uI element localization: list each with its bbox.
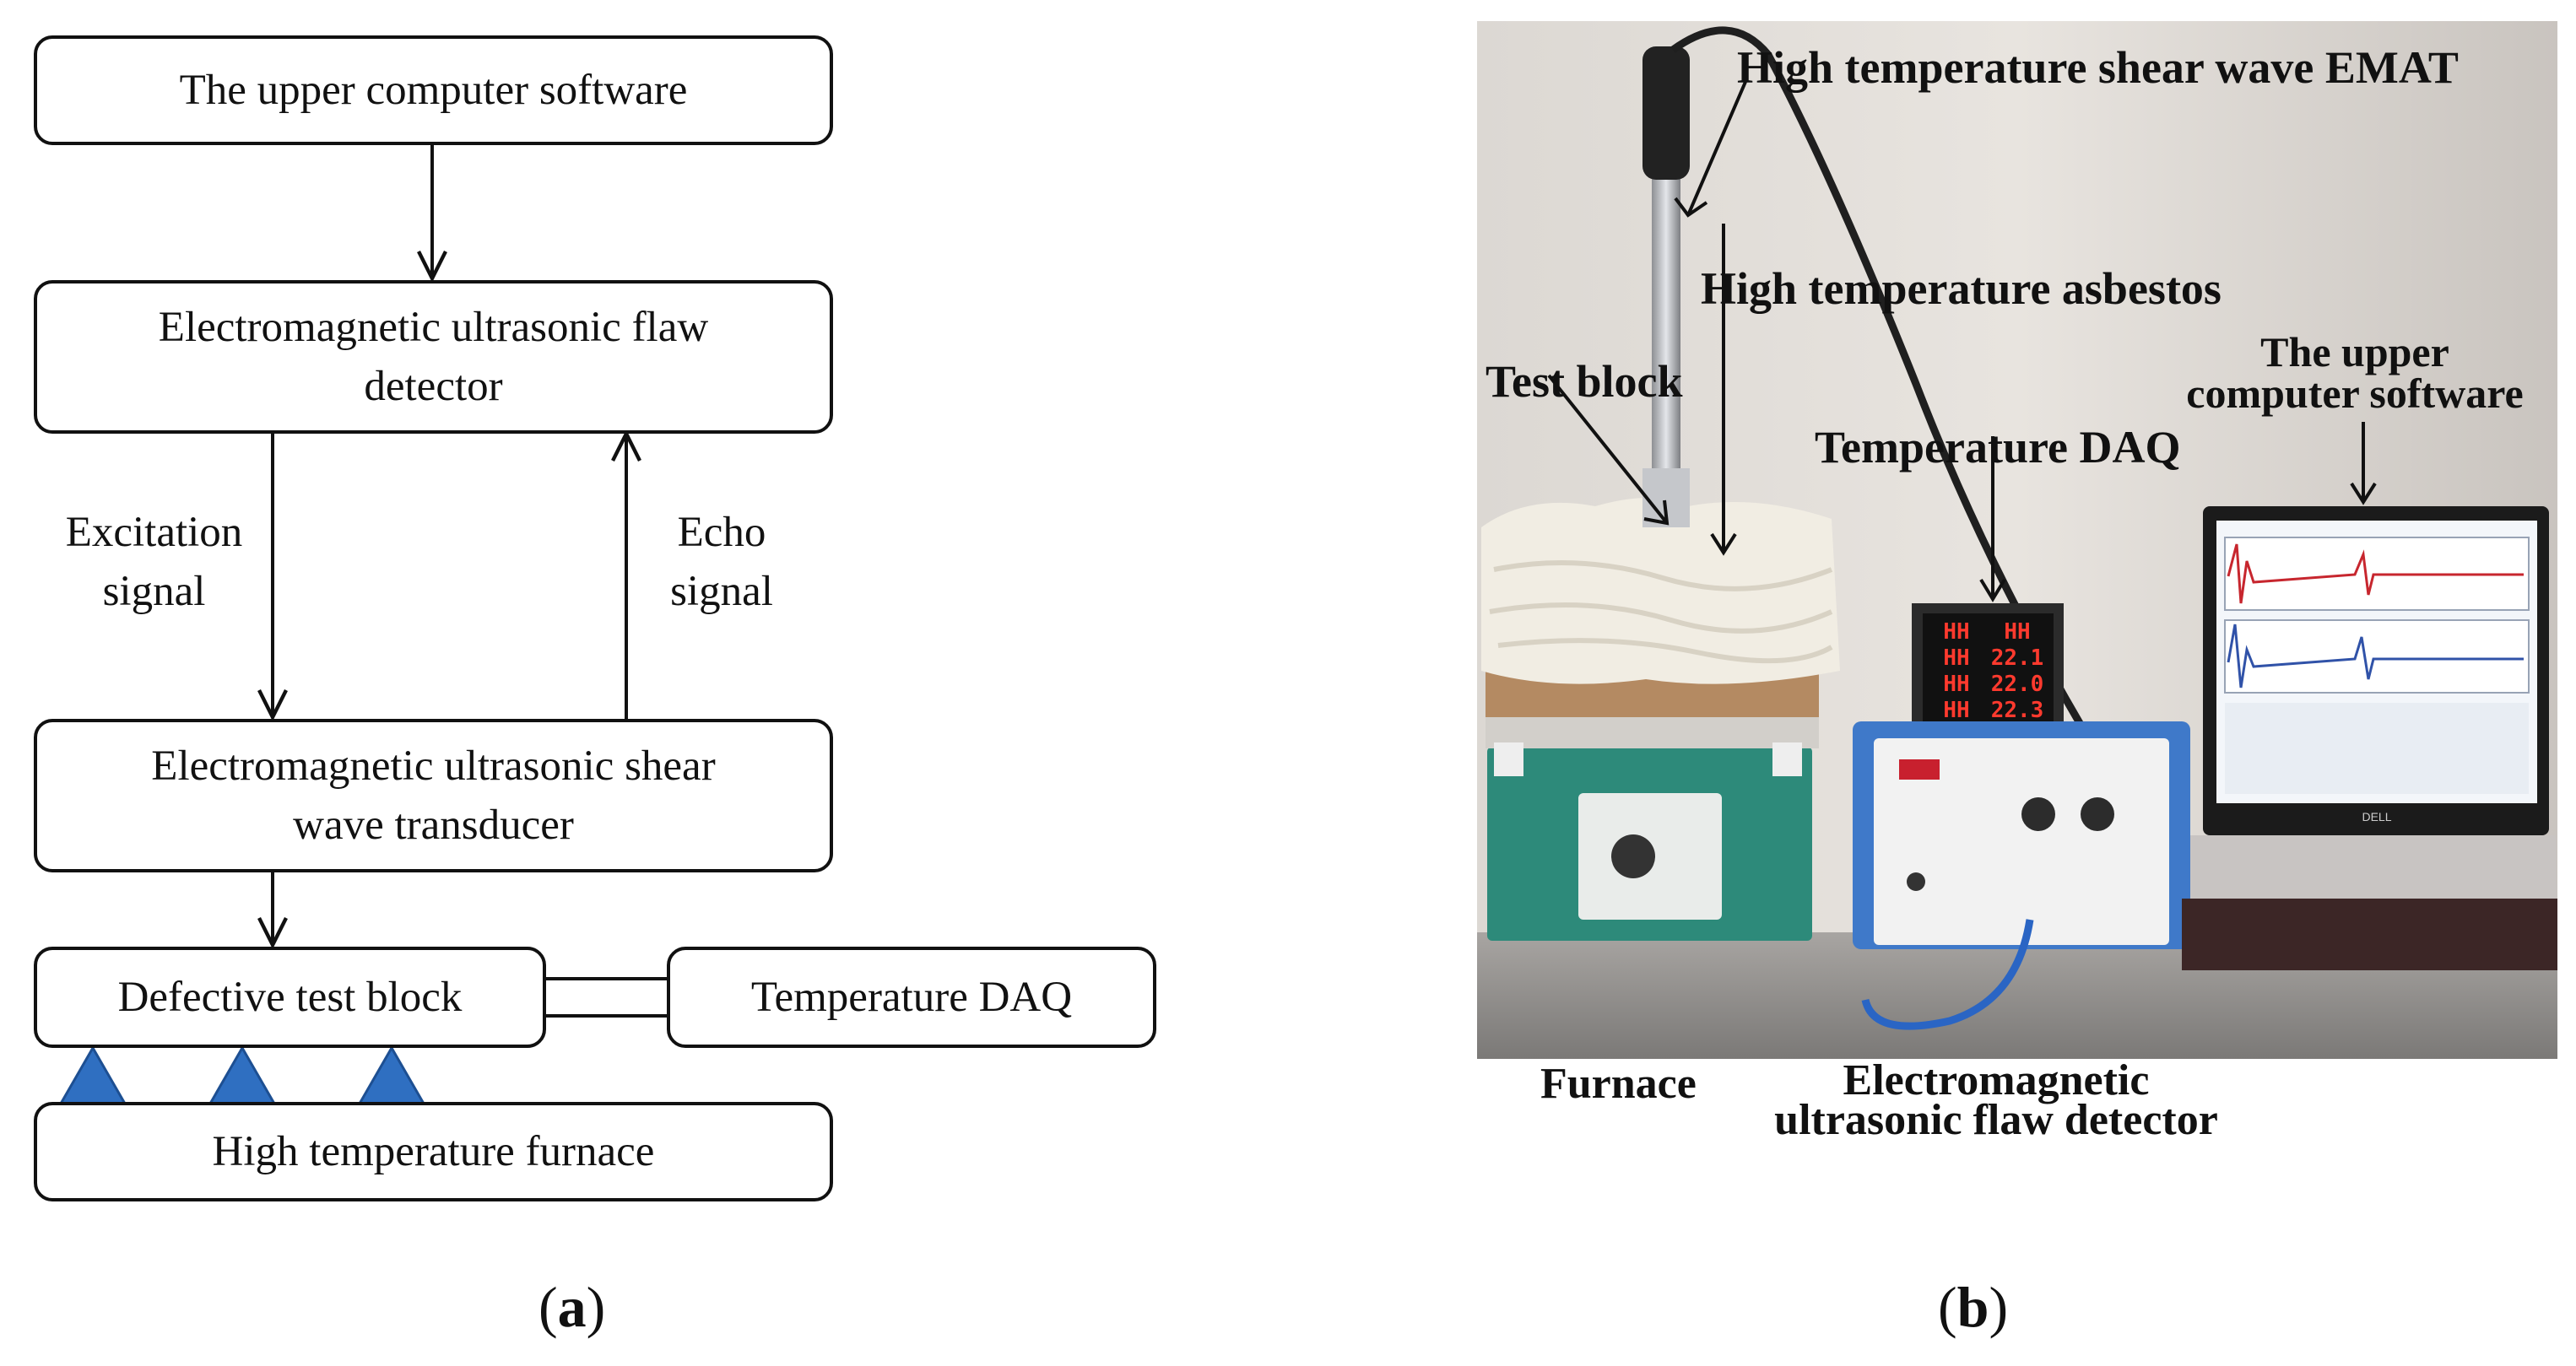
daq-display-screen [1923,613,2054,732]
node-upper-software: The upper computer software [34,35,833,145]
daq-reading-left-1: HH [1943,645,1969,671]
data-table-area [2225,703,2529,794]
node-temperature-daq: Temperature DAQ [667,947,1156,1048]
label-flaw-detector: Electromagnetic ultrasonic flaw detector [1774,1056,2218,1144]
label-echo-signal: Echo signal [670,509,773,616]
waveform-trace-top [2227,543,2524,604]
furnace-knob-icon [1611,834,1655,878]
diagram-connectors [58,145,668,1105]
daq-reading-right-3: 22.3 [1991,698,2044,723]
daq-reading-right-0: HH [2004,619,2030,645]
callout-software: The upper computer software [2186,328,2524,417]
daq-reading-left-0: HH [1943,619,1969,645]
daq-reading-left-2: HH [1943,672,1969,697]
daq-reading-right-1: 22.1 [1991,645,2044,671]
heat-triangle-icon [58,1045,127,1105]
flaw-detector-face [1874,738,2169,945]
connector-port-icon [2081,797,2114,831]
heat-triangle-icon [357,1045,426,1105]
arrow-daq [1979,436,2006,602]
connector-port-icon [2021,797,2055,831]
arrow-software [2350,422,2377,505]
node-flaw-detector: Electromagnetic ultrasonic flaw detector [34,280,833,434]
waveform-plot-bottom [2224,619,2530,694]
flaw-detector-badge [1899,759,1940,780]
arrow-emat [1674,81,1747,218]
waveform-trace-bottom [2227,624,2524,688]
flow-diagram-panel: The upper computer software Electromagne… [0,0,1199,1366]
heat-triangle-icon [208,1045,277,1105]
arrow-asbestos [1710,224,1737,556]
node-shear-wave-transducer: Electromagnetic ultrasonic shear wave tr… [34,719,833,872]
emat-handle [1642,46,1690,180]
asbestos-texture [1489,560,1833,664]
callout-arrows [1547,81,2377,602]
daq-reading-right-2: 22.0 [1991,672,2044,697]
caption-a: (a) [538,1275,606,1339]
caption-b: (b) [1938,1275,2009,1339]
power-button-icon [1907,872,1925,891]
laptop-mat [2182,899,2557,970]
callout-daq: Temperature DAQ [1815,422,2181,472]
furnace-leg [1772,742,1802,776]
callout-asbestos: High temperature asbestos [1701,263,2222,314]
callout-emat: High temperature shear wave EMAT [1737,42,2459,93]
node-defective-test-block: Defective test block [34,947,546,1048]
callout-test-block: Test block [1486,356,1683,407]
furnace-plate [1486,713,1819,748]
label-furnace: Furnace [1540,1060,1697,1108]
laptop-brand: DELL [2362,810,2391,823]
asbestos-insulation [1481,498,1840,684]
arrow-test-block [1547,374,1670,526]
furnace-leg [1494,742,1523,776]
daq-reading-left-3: HH [1943,698,1969,723]
usb-cable [1861,919,2034,1030]
label-excitation-signal: Excitation signal [65,509,243,616]
node-high-temperature-furnace: High temperature furnace [34,1102,833,1201]
